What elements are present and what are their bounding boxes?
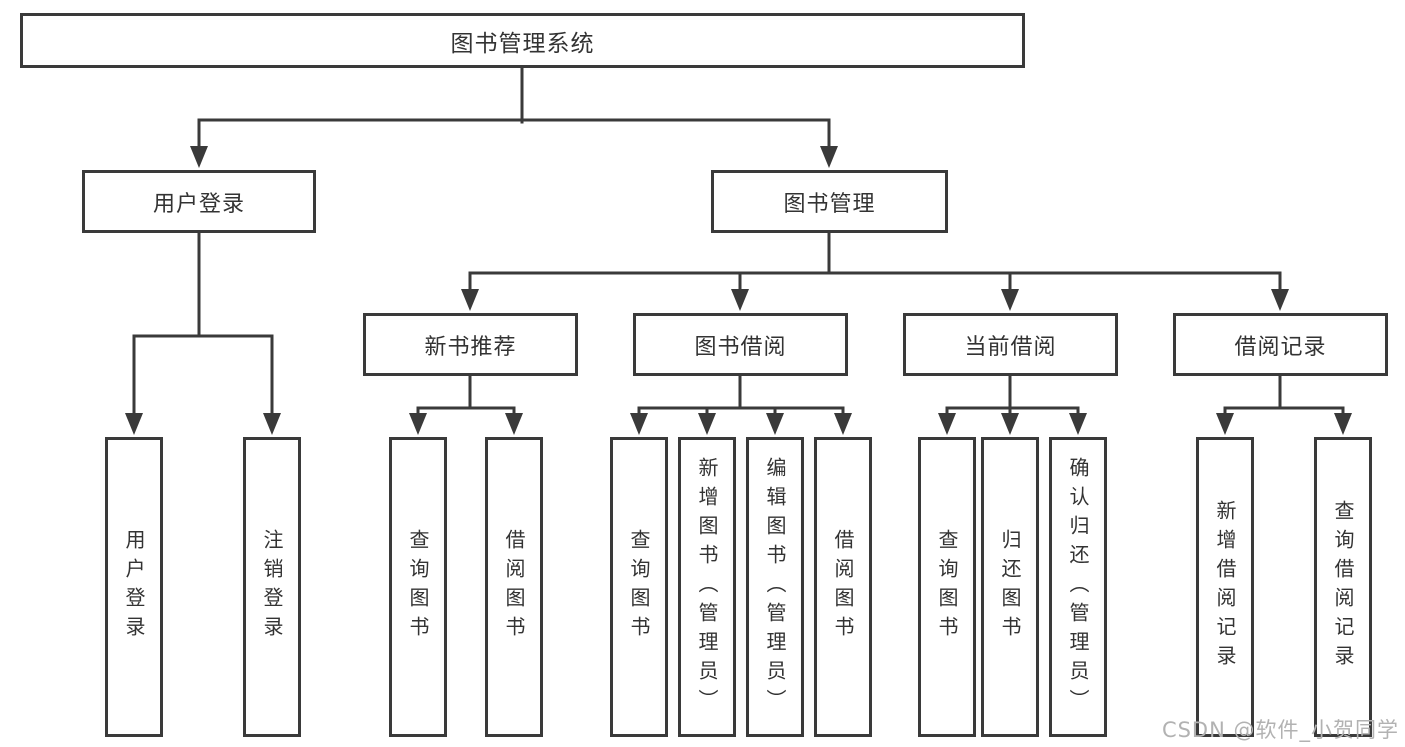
node-root-label: 图书管理系统	[450, 30, 595, 57]
leaf-edit-book-admin: 编辑图书（管理员）	[746, 437, 804, 737]
leaf-query-borrow-record-label: 查询借阅记录	[1331, 500, 1355, 674]
leaf-edit-book-admin-label: 编辑图书（管理员）	[763, 456, 787, 718]
node-user-login-label: 用户登录	[152, 191, 245, 217]
leaf-add-book-admin: 新增图书（管理员）	[678, 437, 736, 737]
node-new-book-recommend-label: 新书推荐	[424, 334, 517, 360]
node-borrowing-records-label: 借阅记录	[1234, 334, 1327, 360]
leaf-query-books-borrowing-label: 查询图书	[627, 529, 651, 645]
leaf-user-login-label: 用户登录	[122, 529, 146, 645]
leaf-query-books-recommend-label: 查询图书	[406, 529, 430, 645]
node-user-login: 用户登录	[82, 170, 316, 233]
node-book-borrowing-label: 图书借阅	[694, 334, 787, 360]
leaf-query-borrow-record: 查询借阅记录	[1314, 437, 1372, 737]
leaf-confirm-return-admin: 确认归还（管理员）	[1049, 437, 1107, 737]
connector-path	[132, 66, 1345, 418]
leaf-borrow-books-recommend-label: 借阅图书	[502, 529, 526, 645]
leaf-add-borrow-record: 新增借阅记录	[1196, 437, 1254, 737]
node-borrowing-records: 借阅记录	[1173, 313, 1388, 376]
node-book-borrowing: 图书借阅	[633, 313, 848, 376]
leaf-query-books-recommend: 查询图书	[389, 437, 447, 737]
leaf-query-books-current: 查询图书	[918, 437, 976, 737]
leaf-borrow-books-borrowing: 借阅图书	[814, 437, 872, 737]
node-current-borrowing-label: 当前借阅	[964, 334, 1057, 360]
node-root: 图书管理系统	[20, 13, 1025, 68]
leaf-logout: 注销登录	[243, 437, 301, 737]
leaf-confirm-return-admin-label: 确认归还（管理员）	[1066, 456, 1090, 718]
leaf-add-borrow-record-label: 新增借阅记录	[1213, 500, 1237, 674]
leaf-return-book-label: 归还图书	[998, 529, 1022, 645]
node-book-management: 图书管理	[711, 170, 948, 233]
leaf-query-books-borrowing: 查询图书	[610, 437, 668, 737]
leaf-borrow-books-recommend: 借阅图书	[485, 437, 543, 737]
leaf-logout-label: 注销登录	[260, 529, 284, 645]
node-book-management-label: 图书管理	[783, 191, 876, 217]
watermark: CSDN @软件_小贺同学	[1161, 718, 1399, 742]
leaf-add-book-admin-label: 新增图书（管理员）	[695, 456, 719, 718]
arrowheads	[125, 146, 1352, 435]
leaf-query-books-current-label: 查询图书	[935, 529, 959, 645]
node-new-book-recommend: 新书推荐	[363, 313, 578, 376]
leaf-return-book: 归还图书	[981, 437, 1039, 737]
leaf-borrow-books-borrowing-label: 借阅图书	[831, 529, 855, 645]
leaf-user-login: 用户登录	[105, 437, 163, 737]
node-current-borrowing: 当前借阅	[903, 313, 1118, 376]
